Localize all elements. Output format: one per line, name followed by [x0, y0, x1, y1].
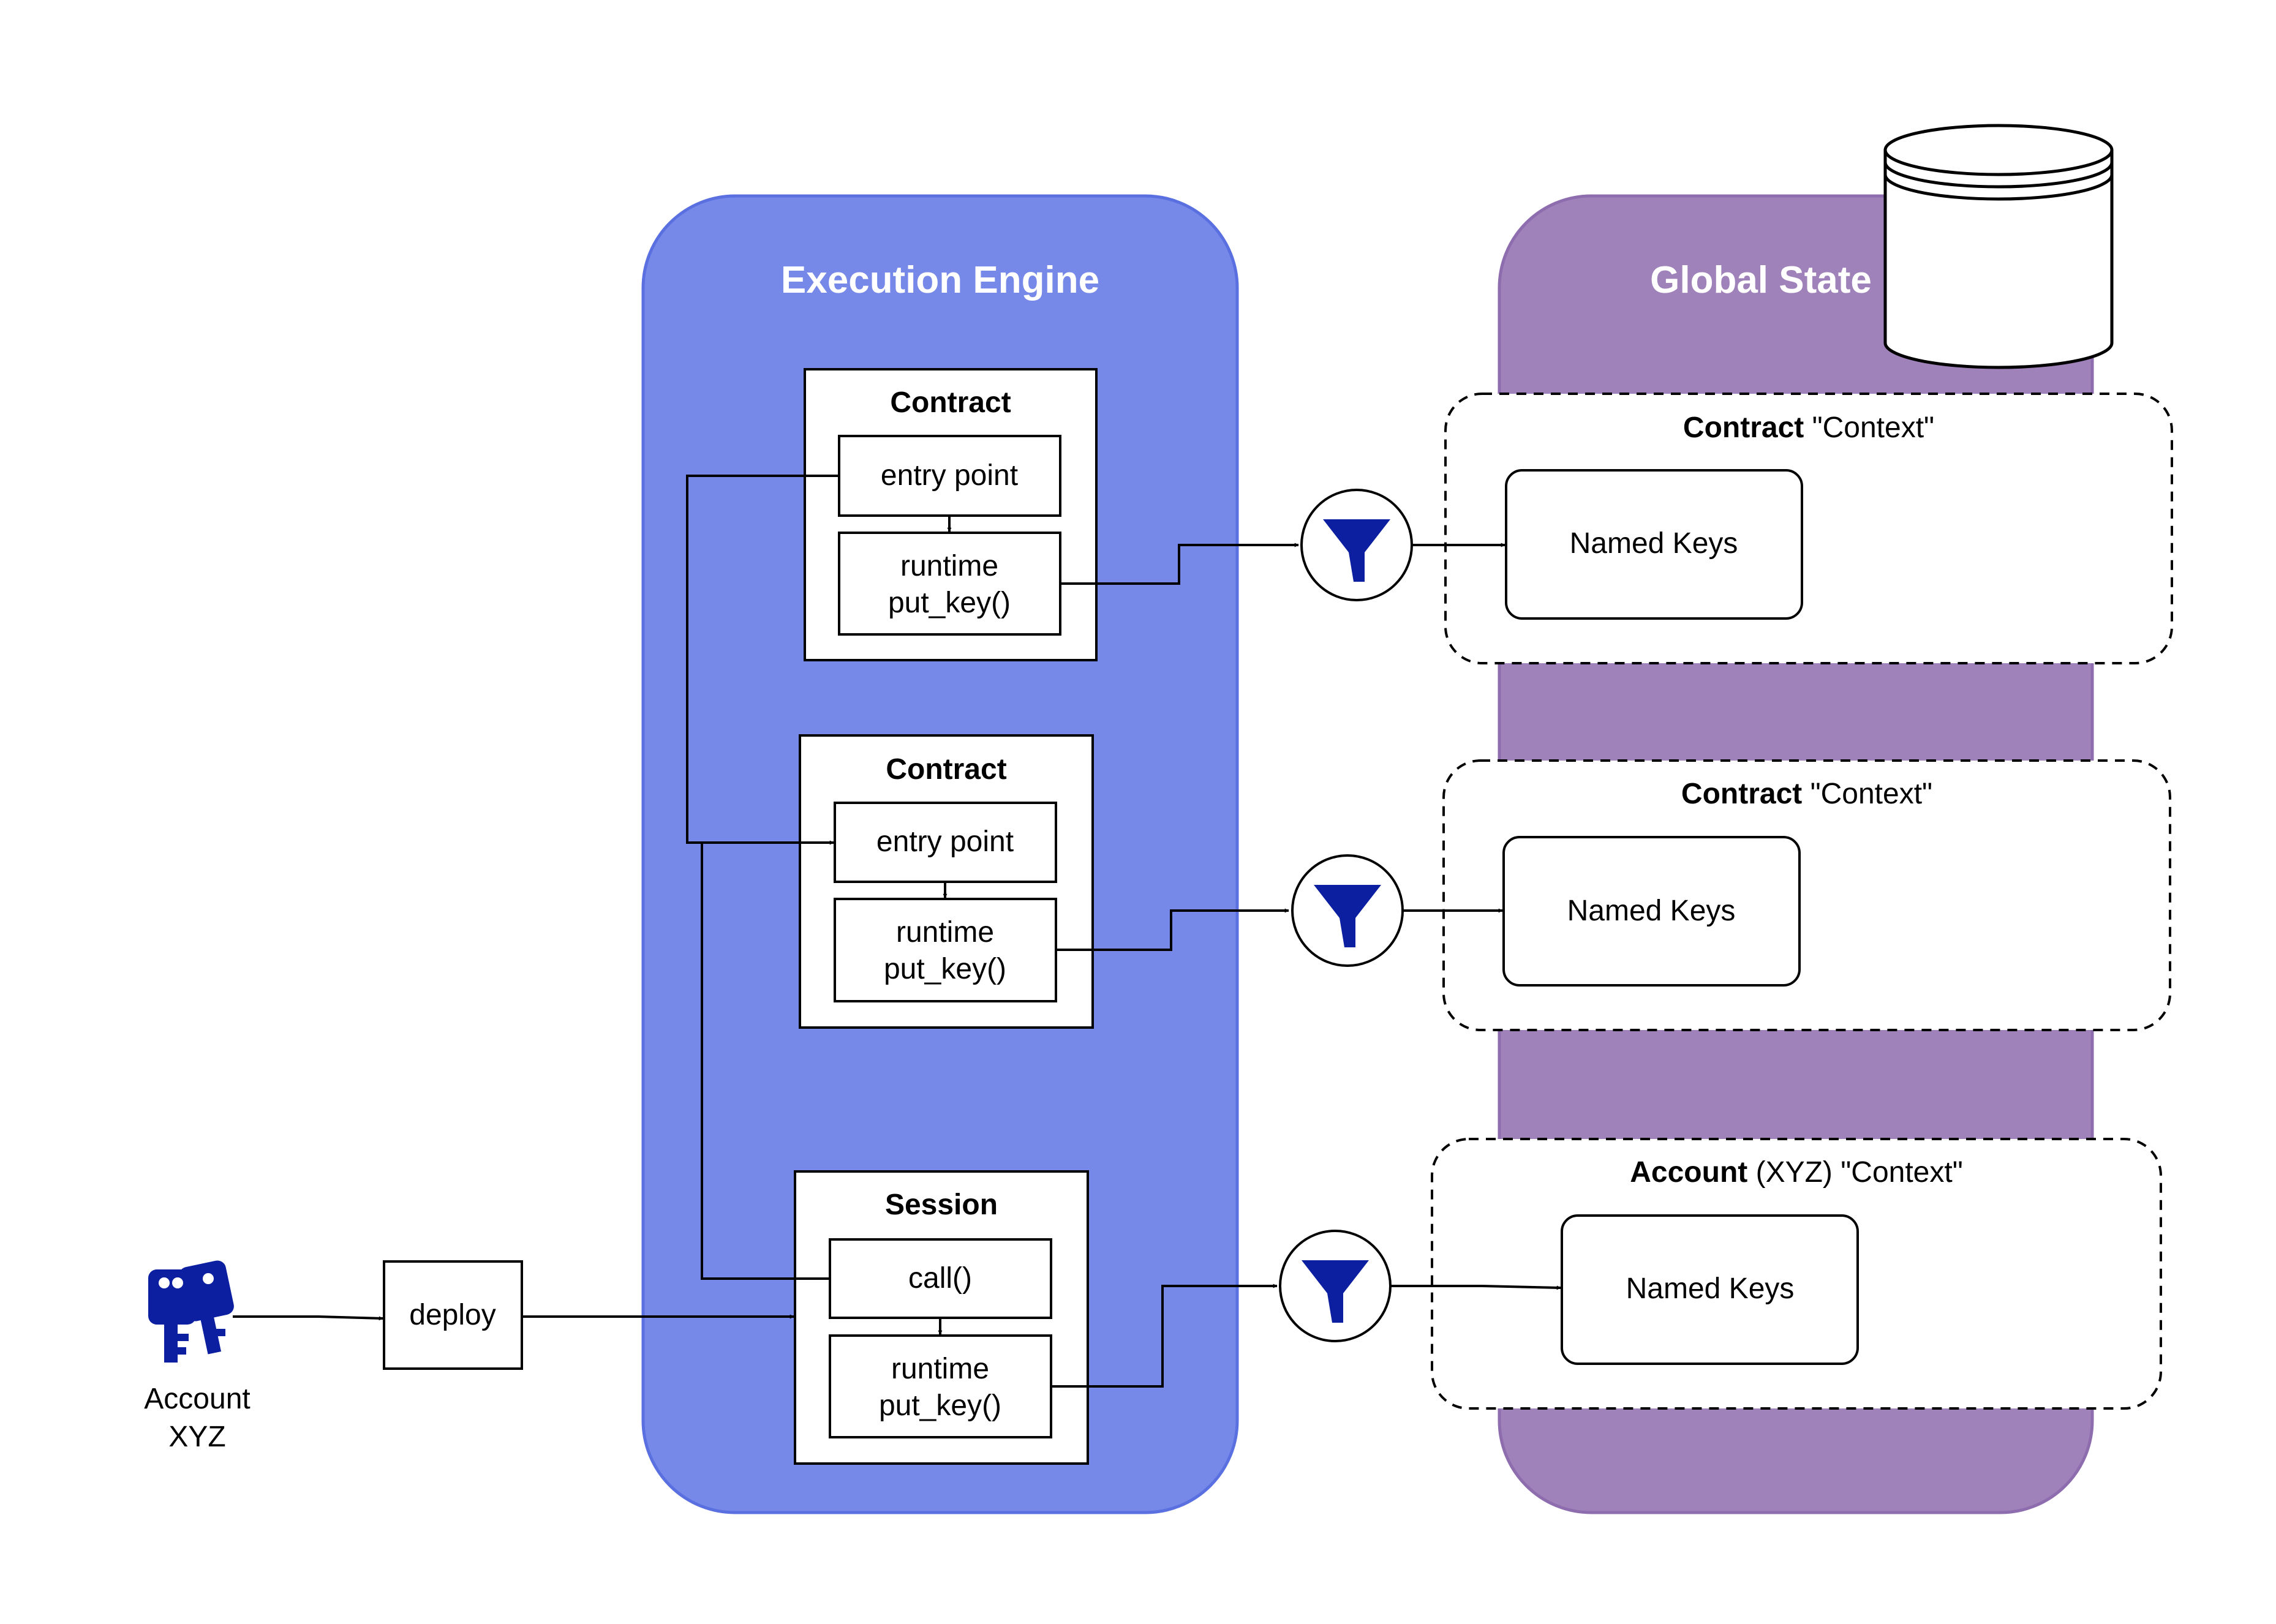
put-key-label: put_key() [884, 953, 1006, 985]
deploy-arrow [233, 1315, 383, 1321]
funnel-filter-icon [1279, 1230, 1392, 1342]
entry-point-box[interactable]: entry point [838, 435, 1061, 517]
entry-point-label: entry point [881, 459, 1018, 492]
put-key-connector [1056, 908, 1289, 951]
context-title: Contract "Context" [1683, 412, 1934, 444]
call-connector [686, 475, 839, 845]
context-title-rest: "Context" [1804, 412, 1934, 444]
context-title-bold: Contract [1681, 778, 1802, 810]
deploy-label: deploy [409, 1299, 496, 1331]
filter-to-named-keys-arrow [1390, 1285, 1561, 1290]
named-keys-box[interactable]: Named Keys [1505, 469, 1803, 620]
runtime-label: runtime [896, 916, 994, 949]
global-state-title: Global State [1650, 259, 1872, 301]
module-title: Contract [890, 386, 1011, 419]
put-key-connector [1060, 543, 1299, 585]
entry-point-box[interactable]: entry point [834, 802, 1057, 883]
named-keys-label: Named Keys [1626, 1273, 1795, 1305]
context-title-rest: (XYZ) "Context" [1747, 1156, 1963, 1189]
funnel-filter-icon [1300, 489, 1413, 601]
put-key-connector [1051, 1284, 1278, 1388]
account-label-line1: Account [144, 1383, 250, 1415]
keys-icon [148, 1260, 234, 1363]
context-title-rest: "Context" [1802, 778, 1932, 810]
module-title: Session [885, 1189, 998, 1221]
runtime-label: runtime [900, 550, 998, 582]
named-keys-label: Named Keys [1567, 895, 1736, 927]
context-title-bold: Contract [1683, 412, 1804, 444]
account-context: Account (XYZ) "Context" Named Keys [1431, 1138, 2162, 1410]
database-cylinder-icon [1883, 124, 2114, 369]
named-keys-label: Named Keys [1570, 527, 1738, 560]
context-title: Account (XYZ) "Context" [1630, 1156, 1963, 1189]
context-title-bold: Account [1630, 1156, 1747, 1189]
runtime-put-key-box[interactable]: runtime put_key() [834, 898, 1057, 1002]
session-module: Session call() runtime put_key() [794, 1170, 1089, 1465]
named-keys-box[interactable]: Named Keys [1502, 836, 1801, 987]
put-key-label: put_key() [879, 1389, 1001, 1422]
put-key-label: put_key() [888, 587, 1011, 619]
runtime-label: runtime [891, 1353, 989, 1385]
call-connector [701, 843, 830, 1280]
named-keys-box[interactable]: Named Keys [1561, 1214, 1859, 1365]
module-title: Contract [886, 753, 1006, 786]
context-title: Contract "Context" [1681, 778, 1932, 810]
call-label: call() [908, 1262, 972, 1295]
contract-module-2: Contract entry point runtime put_key() [799, 734, 1094, 1029]
call-box[interactable]: call() [829, 1238, 1052, 1319]
deploy-box[interactable]: deploy [383, 1260, 523, 1370]
funnel-filter-icon [1291, 854, 1404, 967]
entry-point-label: entry point [876, 825, 1014, 858]
execution-engine-title: Execution Engine [781, 259, 1099, 301]
runtime-put-key-box[interactable]: runtime put_key() [838, 532, 1061, 636]
runtime-put-key-box[interactable]: runtime put_key() [829, 1334, 1052, 1438]
account-label-line2: XYZ [168, 1421, 225, 1453]
contract-module-1: Contract entry point runtime put_key() [804, 368, 1098, 661]
contract-context-1: Contract "Context" Named Keys [1444, 393, 2173, 664]
contract-context-2: Contract "Context" Named Keys [1442, 759, 2171, 1031]
